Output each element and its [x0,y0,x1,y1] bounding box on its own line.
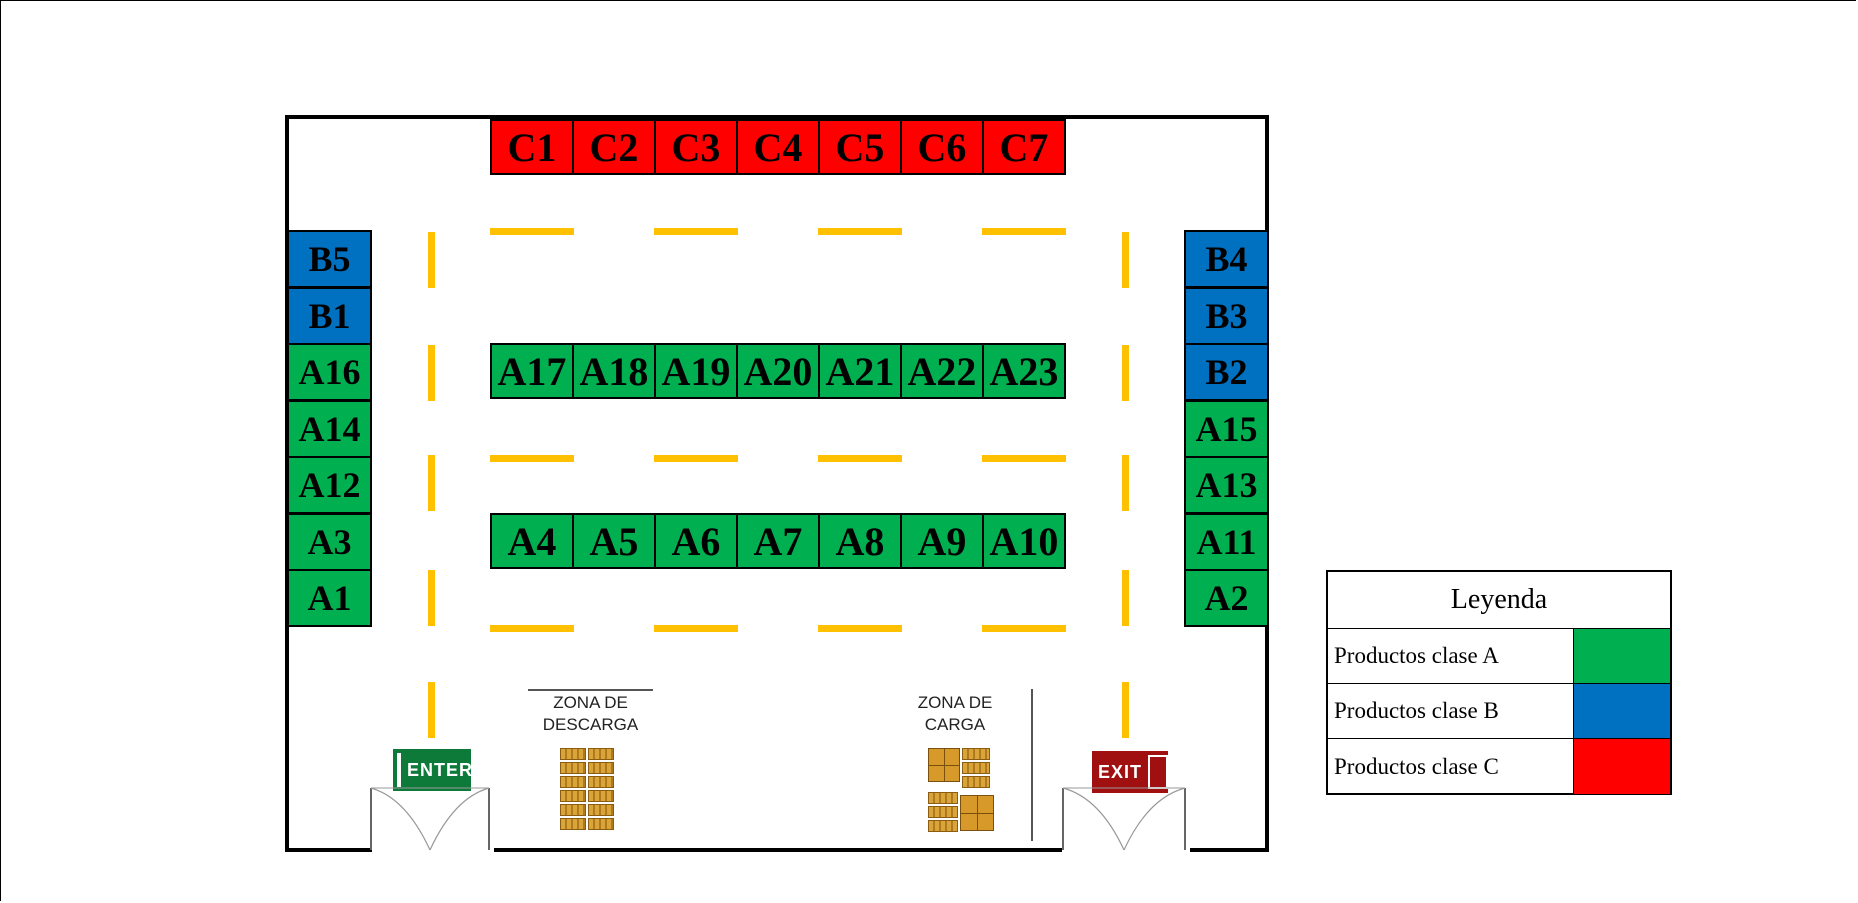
aisle-dash [982,228,1066,235]
storage-cell-a12: A12 [287,456,372,514]
aisle-dash [1122,682,1129,738]
aisle-dash [428,455,435,511]
aisle-dash [490,625,574,632]
storage-cell-a2: A2 [1184,569,1269,627]
legend-label: Productos clase C [1334,753,1499,779]
storage-cell-c4: C4 [736,119,820,175]
storage-cell-a22: A22 [900,343,984,399]
exit-sign: EXIT [1092,751,1168,793]
aisle-dash [818,455,902,462]
descarga-pallets-icon [560,748,614,830]
storage-cell-a17: A17 [490,343,574,399]
aisle-dash [1122,345,1129,401]
warehouse-floor-plan [285,115,1269,852]
aisle-dash [490,228,574,235]
aisle-dash [428,345,435,401]
aisle-dash [982,455,1066,462]
storage-cell-b5: B5 [287,230,372,288]
storage-cell-a21: A21 [818,343,902,399]
zona-descarga-line2: DESCARGA [542,715,639,734]
aisle-dash [982,625,1066,632]
storage-cell-c6: C6 [900,119,984,175]
exit-door-opening [1062,845,1190,853]
storage-cell-a9: A9 [900,513,984,569]
storage-cell-a11: A11 [1184,512,1269,571]
enter-sign: ENTER [393,749,474,791]
legend-item-class-b: Productos clase B [1328,684,1670,739]
enter-door-opening [372,845,494,853]
storage-cell-a23: A23 [982,343,1066,399]
legend-item-class-a: Productos clase A [1328,629,1670,684]
storage-cell-a10: A10 [982,513,1066,569]
storage-cell-b1: B1 [287,286,372,345]
storage-cell-a8: A8 [818,513,902,569]
storage-cell-a3: A3 [287,512,372,571]
legend: Leyenda Productos clase A Productos clas… [1326,570,1672,795]
legend-swatch [1573,629,1670,683]
legend-title: Leyenda [1328,572,1670,629]
zona-descarga-label: ZONA DE DESCARGA [528,692,653,736]
carga-zone-right-line [1031,689,1033,841]
aisle-dash [428,232,435,288]
enter-door-icon [370,787,490,851]
storage-cell-a14: A14 [287,399,372,458]
storage-cell-a1: A1 [287,569,372,627]
aisle-dash [818,625,902,632]
storage-cell-c7: C7 [982,119,1066,175]
storage-cell-a16: A16 [287,343,372,401]
enter-sign-text: ENTER [407,759,474,780]
legend-swatch [1573,739,1670,794]
storage-cell-b3: B3 [1184,286,1269,345]
storage-cell-a6: A6 [654,513,738,569]
aisle-dash [654,228,738,235]
aisle-dash [654,625,738,632]
aisle-dash [1122,232,1129,288]
aisle-dash [490,455,574,462]
storage-cell-a15: A15 [1184,399,1269,458]
descarga-zone-top-line [528,689,653,691]
storage-cell-a13: A13 [1184,456,1269,514]
storage-cell-a18: A18 [572,343,656,399]
zona-carga-label: ZONA DE CARGA [893,692,1017,736]
storage-cell-b2: B2 [1184,343,1269,401]
storage-cell-b4: B4 [1184,230,1269,288]
storage-cell-c2: C2 [572,119,656,175]
storage-cell-c5: C5 [818,119,902,175]
storage-cell-c3: C3 [654,119,738,175]
exit-door-icon [1062,787,1186,851]
storage-cell-a19: A19 [654,343,738,399]
zona-carga-line1: ZONA DE [917,693,993,712]
aisle-dash [1122,570,1129,626]
zona-carga-line2: CARGA [924,715,986,734]
legend-label: Productos clase A [1334,643,1499,668]
running-person-icon [397,753,401,787]
legend-swatch [1573,684,1670,738]
exit-sign-text: EXIT [1098,761,1143,782]
aisle-dash [818,228,902,235]
storage-cell-c1: C1 [490,119,574,175]
aisle-dash [654,455,738,462]
zona-descarga-line1: ZONA DE [553,693,628,712]
legend-item-class-c: Productos clase C [1328,739,1670,794]
storage-cell-a5: A5 [572,513,656,569]
storage-cell-a20: A20 [736,343,820,399]
legend-label: Productos clase B [1334,698,1499,723]
storage-cell-a7: A7 [736,513,820,569]
aisle-dash [1122,455,1129,511]
aisle-dash [428,682,435,738]
aisle-dash [428,570,435,626]
storage-cell-a4: A4 [490,513,574,569]
